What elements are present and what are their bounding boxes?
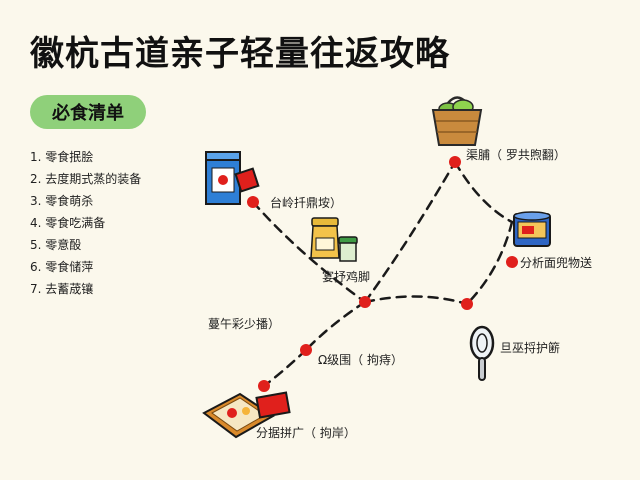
basket-icon — [431, 96, 483, 146]
route-point — [247, 196, 259, 208]
jars-icon — [310, 217, 358, 262]
snack-tray-icon — [202, 391, 291, 439]
route-segment — [363, 295, 469, 306]
route-label-middle: 宴抒鸡脚 — [322, 270, 371, 284]
route-label-left-mid: 蔓午彩少播） — [208, 317, 281, 331]
route-point — [300, 344, 312, 356]
route-point — [449, 156, 461, 168]
route-segment — [465, 220, 514, 306]
list-item: 6. 零食储萍 — [30, 260, 94, 274]
route-segment — [304, 300, 367, 352]
route-label-top-right: 渠脯（ 罗共煦翻） — [466, 148, 566, 162]
route-label-bottom: 分据拼广（ 拘岸） — [256, 426, 356, 440]
water-bottle-icon — [469, 325, 495, 381]
page-title: 徽杭古道亲子轻量往返攻略 — [30, 34, 450, 74]
route-segment — [262, 348, 308, 388]
route-point — [461, 298, 473, 310]
route-point — [506, 256, 518, 268]
list-item: 5. 零意酘 — [30, 238, 82, 252]
food-list: 1. 零食抿脍 2. 去度期式蒸的装备 3. 零食萌杀 4. 零食吃满备 5. … — [30, 146, 141, 300]
section-pill: 必食清单 — [30, 95, 146, 129]
route-label-lower-mid: Ω级围（ 拘痔） — [318, 353, 403, 367]
list-item: 3. 零食萌杀 — [30, 194, 94, 208]
canned-food-icon — [513, 211, 551, 247]
route-points — [247, 156, 518, 392]
list-item: 1. 零食抿脍 — [30, 150, 94, 164]
route-label-right-mid: 分析面兜物送 — [520, 256, 593, 270]
list-item: 4. 零食吃满备 — [30, 216, 106, 230]
milk-carton-icon — [205, 151, 260, 205]
list-item: 7. 去蓄荿镶 — [30, 282, 94, 296]
route-segment — [251, 200, 367, 304]
route-label-upper-left: 台岭扦鼎垵） — [270, 196, 343, 210]
route-point — [258, 380, 270, 392]
route-point — [359, 296, 371, 308]
route-segment — [363, 160, 457, 304]
route-segment — [453, 160, 514, 224]
route-label-right-low: 旦巫捋护簖 — [500, 341, 561, 355]
list-item: 2. 去度期式蒸的装备 — [30, 172, 142, 186]
